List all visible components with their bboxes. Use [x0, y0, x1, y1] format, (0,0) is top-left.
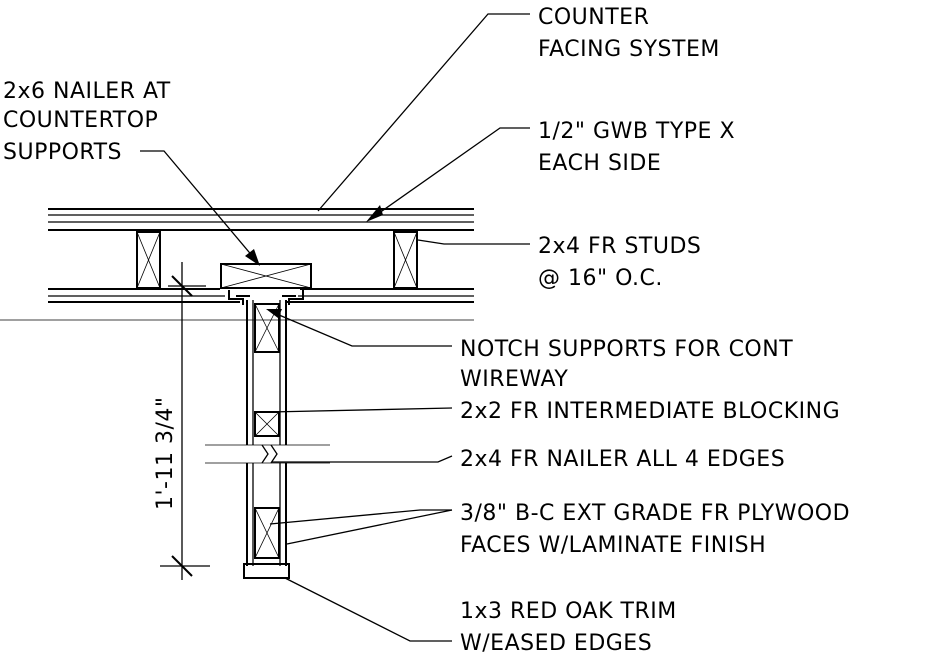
callout-studs-line2: @ 16" O.C. — [538, 266, 663, 291]
callout-trim-line1: 1x3 RED OAK TRIM — [460, 599, 677, 624]
callout-studs-line1: 2x4 FR STUDS — [538, 234, 701, 259]
callout-2x6-nailer-line1: 2x6 NAILER AT — [3, 79, 171, 104]
nailer-2x6 — [220, 263, 312, 305]
callout-notch-line2: WIREWAY — [460, 367, 568, 392]
dimension-label: 1'-11 3/4" — [153, 397, 178, 511]
callout-gwb-line1: 1/2" GWB TYPE X — [538, 119, 735, 144]
callout-notch-line1: NOTCH SUPPORTS FOR CONT — [460, 337, 793, 362]
stud-right — [393, 231, 418, 289]
callout-2x6-nailer-line3: SUPPORTS — [3, 140, 122, 165]
dimension-line — [160, 262, 210, 580]
callout-plywood-line2: FACES W/LAMINATE FINISH — [460, 533, 766, 558]
wall-assembly — [0, 208, 474, 321]
callout-counter-facing-line1: COUNTER — [538, 5, 649, 30]
counter-support — [205, 300, 330, 579]
callout-gwb-line2: EACH SIDE — [538, 151, 661, 176]
callout-counter-facing-line2: FACING SYSTEM — [538, 37, 720, 62]
callout-trim-line2: W/EASED EDGES — [460, 631, 652, 656]
leader-lines — [140, 13, 530, 642]
callout-2x4-nailer: 2x4 FR NAILER ALL 4 EDGES — [460, 447, 785, 472]
callout-2x6-nailer-line2: COUNTERTOP — [3, 108, 158, 133]
callout-blocking: 2x2 FR INTERMEDIATE BLOCKING — [460, 399, 840, 424]
stud-left — [136, 231, 161, 289]
callout-plywood-line1: 3/8" B-C EXT GRADE FR PLYWOOD — [460, 501, 850, 526]
